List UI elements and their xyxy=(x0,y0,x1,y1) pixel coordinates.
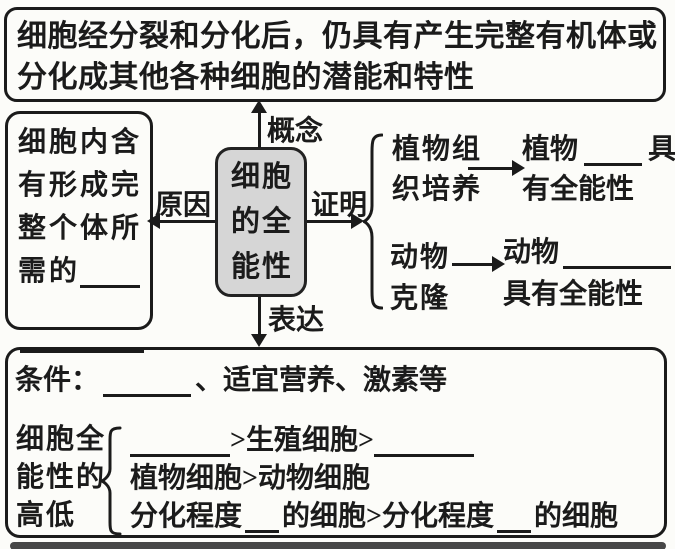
expression-arrow-head-icon xyxy=(251,334,267,347)
condition-line: 条件： 、适宜营养、激素等 xyxy=(15,361,447,401)
plant-source-line2: 织培养 xyxy=(392,174,483,205)
concept-arrow-shaft xyxy=(258,111,261,148)
blank-field xyxy=(103,394,192,397)
animal-arrow-shaft xyxy=(452,263,494,266)
plant-source: 植物组 织培养 xyxy=(392,130,482,210)
expression-arrow-shaft xyxy=(258,297,261,337)
concept-arrow-label: 概念 xyxy=(267,116,324,147)
rank-line1: >生殖细胞> xyxy=(130,421,474,461)
blank-field xyxy=(563,266,672,269)
rank-line3: 分化程度的细胞>分化程度的细胞 xyxy=(130,501,618,533)
blank-field xyxy=(496,530,531,533)
proof-arrow-label: 证明 xyxy=(311,190,368,221)
reason-arrow-label: 原因 xyxy=(155,190,212,221)
plant-arrow-shaft xyxy=(468,167,514,170)
blank-field xyxy=(245,530,280,533)
animal-source: 动物 克隆 xyxy=(390,237,450,319)
blank-field xyxy=(80,285,141,288)
proof-arrow-shaft xyxy=(307,220,353,223)
reason-box: 细胞内含 有形成完 整个体所 需的 xyxy=(5,111,153,353)
blank-field xyxy=(373,454,474,457)
reason-line1: 细胞内含 xyxy=(18,127,143,158)
proof-brace xyxy=(363,133,383,310)
definition-box: 细胞经分裂和分化后，仍具有产生完整有机体或 分化成其他各种细胞的潜能和特性 xyxy=(4,7,666,102)
animal-source-line1: 动物 xyxy=(390,242,451,273)
proof-arrow-head-icon xyxy=(351,213,364,229)
reason-line2: 有形成完 xyxy=(18,170,143,201)
rank-line2: 植物细胞>动物细胞 xyxy=(130,463,370,494)
plant-arrow-head-icon xyxy=(512,160,525,176)
condition-label: 条件： xyxy=(15,365,100,396)
rank-brace xyxy=(100,426,122,536)
animal-arrow-head-icon xyxy=(492,256,505,272)
reason-blank-line xyxy=(18,315,150,358)
reason-arrow-shaft xyxy=(158,220,215,223)
expression-arrow-label: 表达 xyxy=(268,305,325,336)
animal-result: 动物 具有全能性 xyxy=(503,232,672,316)
animal-source-line2: 克隆 xyxy=(390,283,451,314)
rank-subject-line3: 高低 xyxy=(16,500,77,531)
plant-result-line2: 有全能性 xyxy=(522,174,635,205)
plant-result: 植物具 有全能性 xyxy=(522,130,675,210)
plant-result-line1: 植物具 xyxy=(522,134,675,166)
reason-line3: 整个体所 xyxy=(18,213,143,244)
concept-arrow-head-icon xyxy=(251,100,267,113)
topic-line3: 能性 xyxy=(230,250,293,283)
rank-subject: 细胞全 能性的 高低 xyxy=(16,421,106,535)
rank-subject-line1: 细胞全 xyxy=(16,424,107,455)
reason-line4: 需的 xyxy=(18,250,150,293)
blank-field xyxy=(130,454,230,457)
rank-subject-line2: 能性的 xyxy=(16,462,107,493)
plant-source-line1: 植物组 xyxy=(392,134,483,165)
condition-rest: 、适宜营养、激素等 xyxy=(195,365,448,396)
definition-line2: 分化成其他各种细胞的潜能和特性 xyxy=(17,61,475,94)
topic-node: 细胞 的全 能性 xyxy=(215,147,307,297)
blank-field xyxy=(20,350,144,353)
topic-line1: 细胞 xyxy=(230,160,293,193)
definition-line1: 细胞经分裂和分化后，仍具有产生完整有机体或 xyxy=(17,20,658,53)
animal-result-line2: 具有全能性 xyxy=(503,279,644,310)
blank-field xyxy=(584,163,643,166)
reason-arrow-head-icon xyxy=(147,213,160,229)
scan-edge-strip xyxy=(10,542,666,549)
expression-box xyxy=(5,347,667,538)
topic-line2: 的全 xyxy=(230,205,293,238)
animal-result-line1: 动物 xyxy=(503,232,672,274)
